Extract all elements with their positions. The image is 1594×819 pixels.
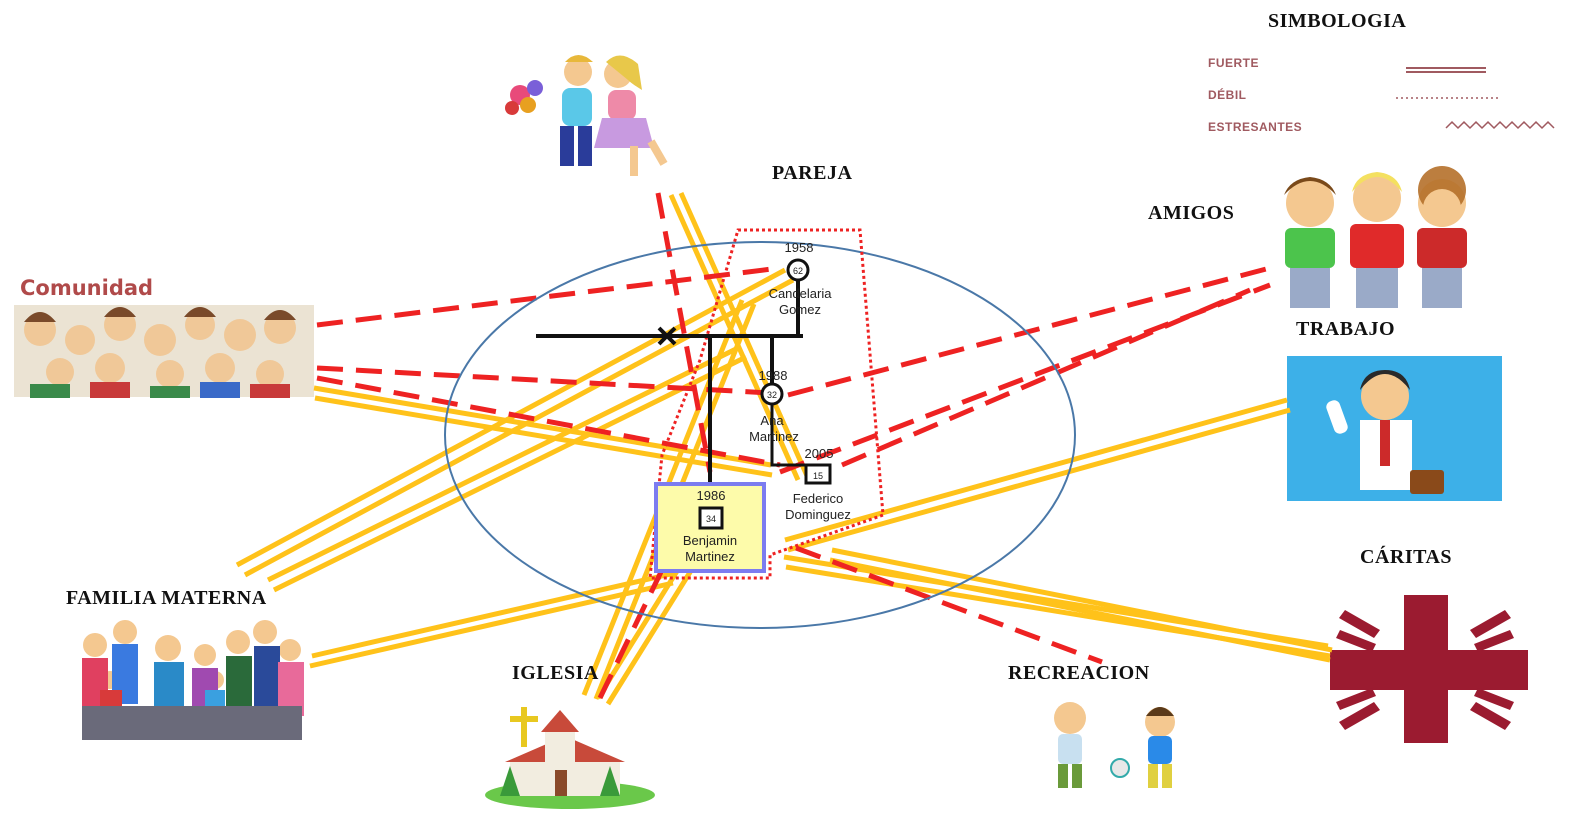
legend-strong-sample [1406,67,1486,73]
legend-title: SIMBOLOGIA [1268,10,1407,32]
focus-person-box [654,482,766,573]
benjamin-name-first: Benjamin [682,533,738,548]
label-trabajo: TRABAJO [1296,318,1396,340]
benjamin-year: 1986 [696,488,726,503]
ana-name-first: Ana [760,413,784,428]
friends-icon [1284,166,1467,308]
family-group-icon [82,620,304,740]
legend-strong-label: FUERTE [1208,56,1259,70]
legend-weak-label: DÉBIL [1208,88,1247,102]
worker-icon [1287,356,1502,501]
label-iglesia: IGLESIA [512,662,599,684]
label-familia-materna: FAMILIA MATERNA [66,587,267,609]
label-pareja: PAREJA [772,162,853,184]
label-comunidad: Comunidad [20,276,154,300]
ana-name-last: Martinez [749,429,799,444]
ana-year: 1988 [758,368,788,383]
community-crowd-icon [14,305,314,398]
ana-age: 32 [766,390,777,400]
federico-name-last: Dominguez [785,507,851,522]
label-amigos: AMIGOS [1148,202,1235,224]
benjamin-age: 34 [705,514,716,524]
ana-symbol [760,382,784,406]
candelaria-age: 62 [792,266,803,276]
church-icon [485,707,655,809]
candelaria-symbol [786,258,810,282]
benjamin-symbol [698,506,724,530]
candelaria-year: 1958 [784,240,814,255]
label-recreacion: RECREACION [1008,662,1150,684]
household-boundary [648,228,885,580]
kids-playing-icon [1054,702,1175,788]
federico-symbol [804,463,832,485]
legend-stress-label: ESTRESANTES [1208,120,1303,134]
candelaria-name-last: Gomez [779,302,821,317]
divorce-mark [657,326,677,346]
federico-name-first: Federico [792,491,844,506]
couple-icon [505,55,668,176]
legend-stress-sample [1445,120,1555,130]
stress-links [316,192,1271,700]
federico-age: 15 [812,471,823,481]
federico-year: 2005 [804,446,834,461]
legend-samples [1396,67,1555,130]
candelaria-name-first: Candelaria [768,286,832,301]
label-caritas: CÁRITAS [1360,546,1453,568]
benjamin-name-last: Martinez [685,549,735,564]
family-circle [444,241,1076,629]
caritas-icon [1330,595,1528,743]
